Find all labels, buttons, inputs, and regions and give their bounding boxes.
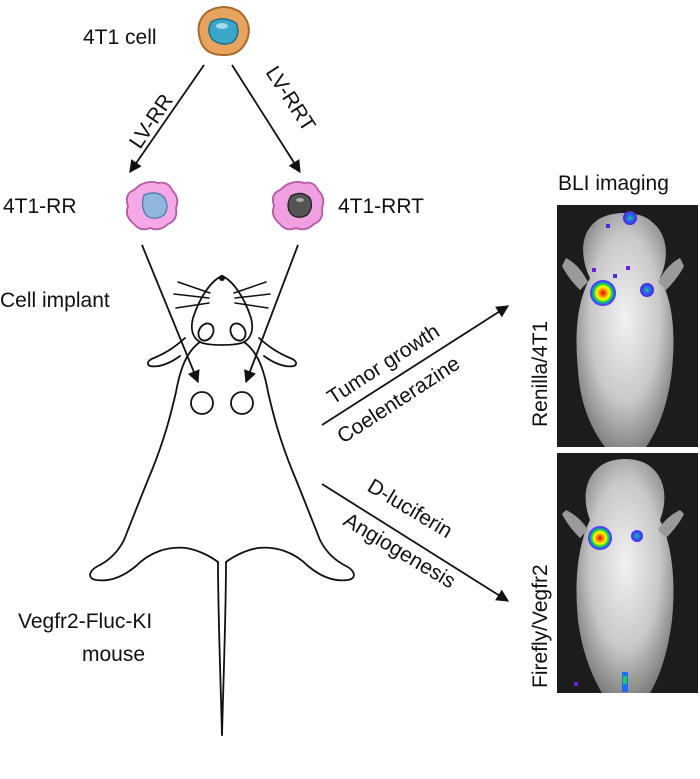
bli-photo-firefly xyxy=(557,453,698,693)
renilla-panel-label: Renilla/4T1 xyxy=(529,321,552,427)
implant-arrow-left xyxy=(141,244,200,384)
bli-imaging-title: BLI imaging xyxy=(558,172,669,195)
rrt-cell-label: 4T1-RRT xyxy=(338,195,424,218)
implant-arrow-right xyxy=(244,244,299,384)
mouse-outline xyxy=(89,275,355,736)
implant-site-left xyxy=(190,391,214,415)
rr-cell-label: 4T1-RR xyxy=(3,195,77,218)
rrt-cell-icon xyxy=(271,180,325,231)
mouse-ear-right xyxy=(229,322,247,342)
arrow-to-4t1-rr xyxy=(129,64,205,174)
mouse-whiskers xyxy=(173,281,271,309)
mouse-strain-line1: Vegfr2-Fluc-KI xyxy=(18,610,152,633)
cell-implant-label: Cell implant xyxy=(0,289,110,312)
arrow-angiogenesis xyxy=(321,483,510,602)
mouse-nose xyxy=(219,275,225,281)
implant-site-right xyxy=(230,391,254,415)
lv-rr-label: LV-RR xyxy=(125,90,178,153)
parent-cell-label: 4T1 cell xyxy=(83,26,157,49)
firefly-panel-label: Firefly/Vegfr2 xyxy=(529,564,552,688)
mouse-ear-left xyxy=(197,322,215,342)
mouse-strain-line2: mouse xyxy=(82,643,145,666)
bli-photo-renilla xyxy=(557,205,698,447)
rr-cell-icon xyxy=(125,180,179,231)
arrow-to-4t1-rrt xyxy=(231,64,301,174)
parent-cell-icon xyxy=(197,6,250,57)
arrow-tumor-growth xyxy=(321,305,510,426)
